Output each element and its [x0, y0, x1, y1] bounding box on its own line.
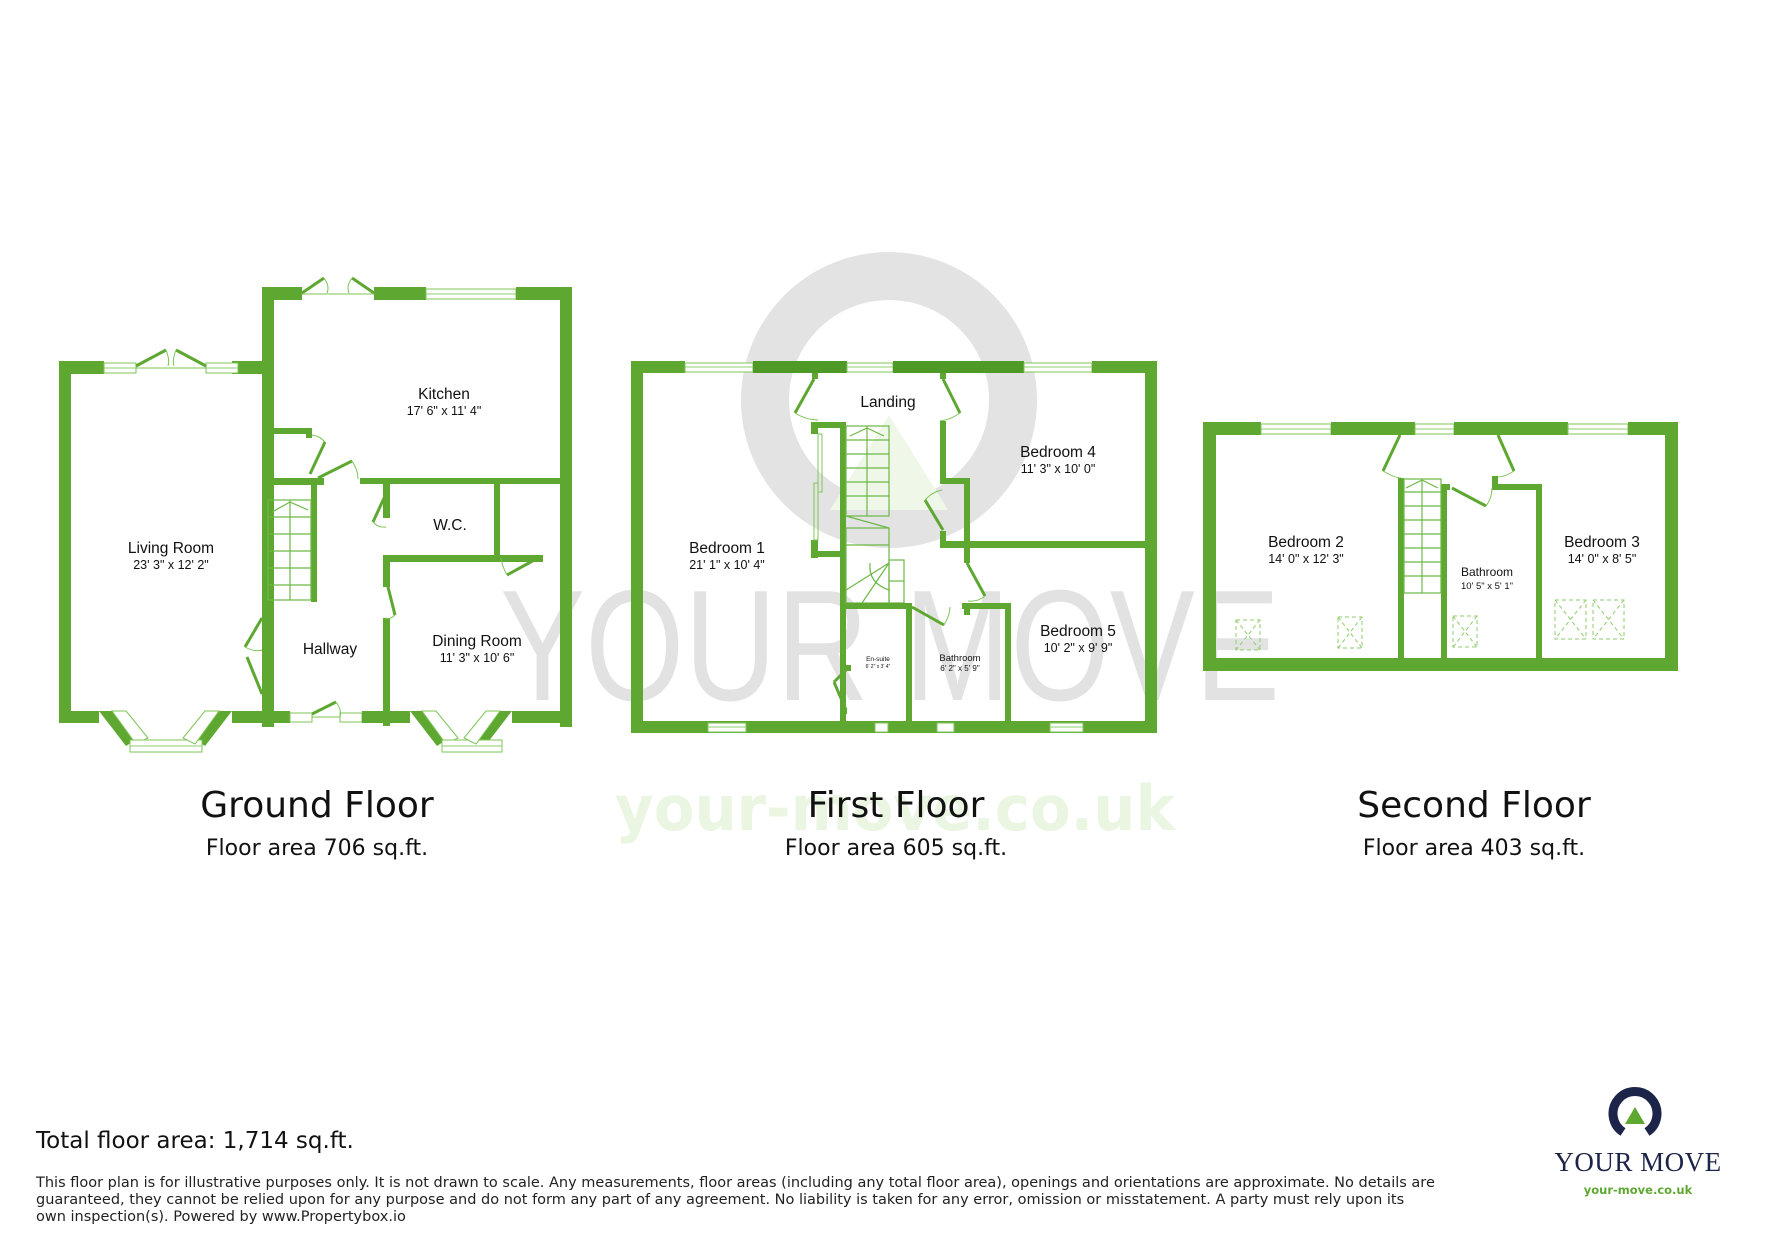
- room-label-wc: W.C.: [433, 517, 467, 534]
- floor-title-ground: Ground Floor: [200, 785, 434, 826]
- skylight-icon: [1337, 616, 1363, 649]
- stairs-icon: [845, 425, 905, 604]
- room-dims-bedroom-2: 14' 0" x 12' 3": [1268, 552, 1344, 566]
- total-floor-area: Total floor area: 1,714 sq.ft.: [36, 1128, 354, 1154]
- skylight-icon: [1452, 615, 1478, 648]
- room-label-dining-room: Dining Room: [432, 633, 522, 650]
- room-dims-bathroom-second: 10' 5" x 5' 1": [1461, 581, 1513, 592]
- logo-wordmark: YOUR MOVE: [1554, 1147, 1722, 1177]
- room-label-bedroom-4: Bedroom 4: [1020, 444, 1096, 461]
- floor-title-second: Second Floor: [1357, 785, 1591, 826]
- room-label-bedroom-5: Bedroom 5: [1040, 623, 1116, 640]
- skylight-icon: [1235, 619, 1261, 651]
- room-label-living-room: Living Room: [128, 540, 214, 557]
- ground-floor-plan: Living Room 23' 3" x 12' 2" Kitchen 17' …: [59, 276, 572, 753]
- room-dims-kitchen: 17' 6" x 11' 4": [407, 404, 482, 418]
- watermark-url: your-move.co.uk: [615, 772, 1177, 845]
- room-dims-living-room: 23' 3" x 12' 2": [133, 558, 209, 572]
- watermark-ring-icon: [741, 252, 1037, 548]
- logo-url: your-move.co.uk: [1583, 1183, 1693, 1197]
- room-label-hallway: Hallway: [303, 641, 358, 658]
- room-label-bedroom-3: Bedroom 3: [1564, 534, 1640, 551]
- room-label-landing: Landing: [860, 394, 915, 411]
- stairs-icon: [267, 499, 312, 601]
- skylight-icon: [1554, 599, 1587, 640]
- room-dims-bedroom-3: 14' 0" x 8' 5": [1568, 552, 1637, 566]
- skylight-icon: [1592, 599, 1625, 640]
- room-label-kitchen: Kitchen: [418, 386, 470, 403]
- second-floor-plan: Bedroom 2 14' 0" x 12' 3" Bathroom 10' 5…: [1203, 422, 1678, 671]
- room-dims-bedroom-1: 21' 1" x 10' 4": [689, 558, 765, 572]
- room-label-bedroom-1: Bedroom 1: [689, 540, 765, 557]
- room-dims-bedroom-5: 10' 2" x 9' 9": [1044, 641, 1113, 655]
- floor-area-first: Floor area 605 sq.ft.: [784, 836, 1008, 861]
- your-move-logo-icon: [1608, 1087, 1662, 1136]
- room-dims-bathroom-first: 6' 2" x 5' 9": [940, 664, 980, 673]
- floor-area-ground: Floor area 706 sq.ft.: [205, 836, 429, 861]
- room-label-en-suite: En-suite: [866, 656, 890, 663]
- room-label-bedroom-2: Bedroom 2: [1268, 534, 1344, 551]
- room-label-bathroom-first: Bathroom: [939, 653, 980, 664]
- disclaimer-text: This floor plan is for illustrative purp…: [36, 1175, 1435, 1225]
- room-label-bathroom-second: Bathroom: [1461, 565, 1513, 579]
- floor-title-first: First Floor: [807, 785, 985, 826]
- room-dims-en-suite: 6' 2" x 3' 4": [866, 664, 891, 670]
- floor-area-second: Floor area 403 sq.ft.: [1362, 836, 1586, 861]
- first-floor-plan: Landing Bedroom 1 21' 1" x 10' 4" Bedroo…: [631, 361, 1157, 733]
- stairs-icon: [1403, 478, 1442, 594]
- watermark-brand: YOUR MOVE: [500, 558, 1280, 734]
- room-dims-bedroom-4: 11' 3" x 10' 0": [1021, 462, 1096, 476]
- room-dims-dining-room: 11' 3" x 10' 6": [440, 651, 515, 665]
